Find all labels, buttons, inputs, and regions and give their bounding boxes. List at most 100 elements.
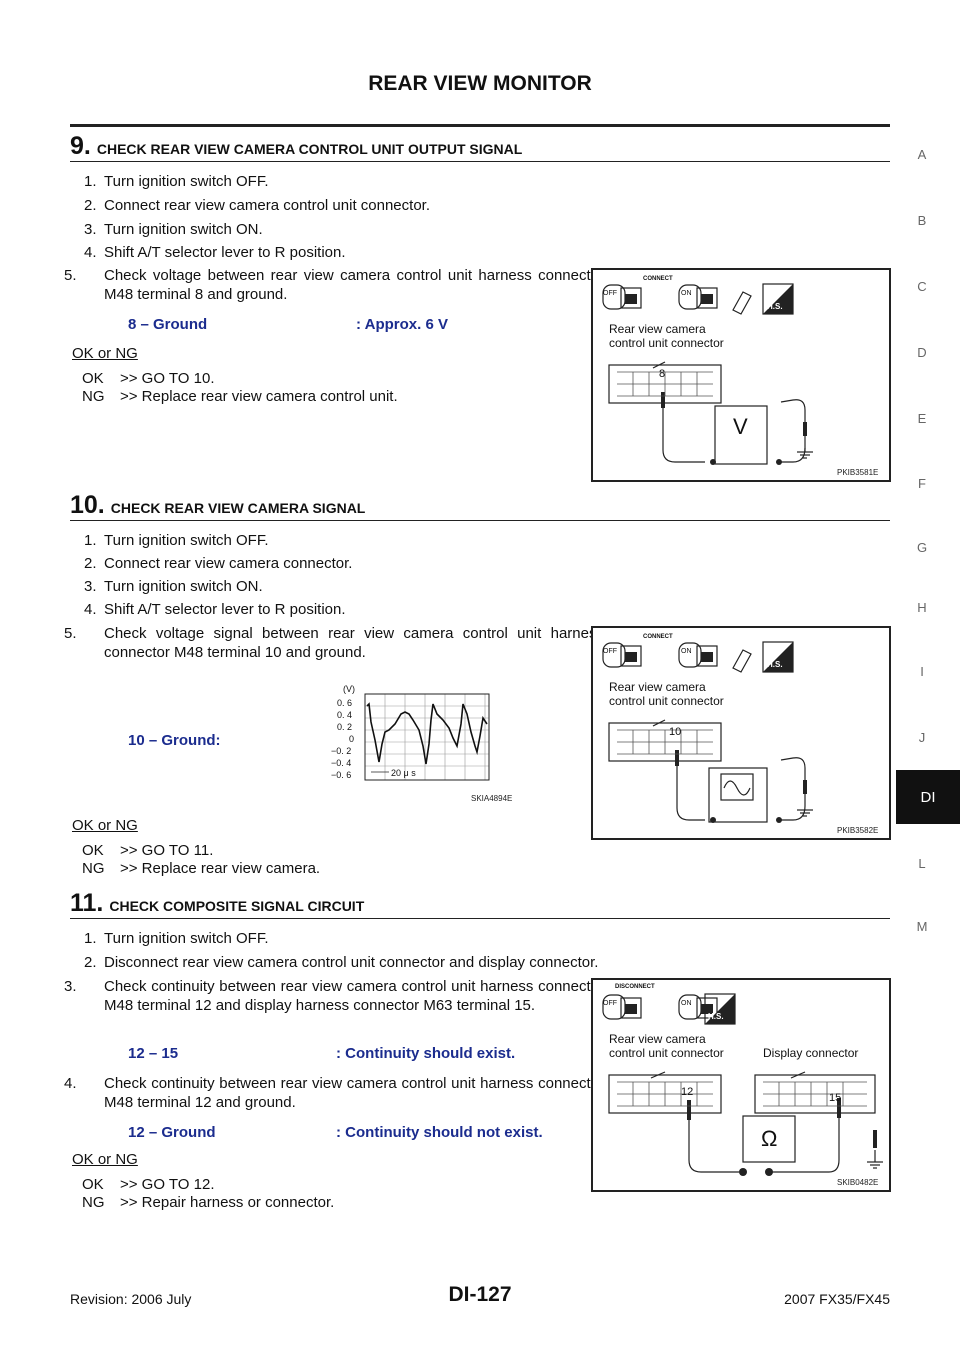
page-title: REAR VIEW MONITOR — [368, 72, 592, 95]
list-item: 4.Shift A/T selector lever to R position… — [84, 244, 346, 261]
figure-code: SKIA4894E — [471, 794, 513, 803]
list-item: 1.Turn ignition switch OFF. — [84, 930, 269, 947]
disconnect-label: DISCONNECT — [615, 984, 655, 990]
on-label: ON — [681, 1000, 692, 1007]
hs-label: H.S. — [708, 1012, 724, 1021]
fig-label: control unit connector — [609, 1046, 724, 1060]
fig-label: Display connector — [763, 1046, 859, 1060]
spec-value: : Continuity should exist. — [336, 1045, 516, 1062]
wave-tick: −0. 2 — [331, 746, 352, 756]
voltmeter-label: V — [733, 414, 748, 439]
spec-label: 8 – Ground — [128, 316, 208, 333]
list-item: 4.Check continuity between rear view cam… — [64, 1075, 604, 1111]
terminal-label: 10 — [669, 726, 682, 738]
spec-value: : Continuity should not exist. — [336, 1124, 543, 1141]
off-label: OFF — [603, 1000, 617, 1007]
connect-label: CONNECT — [643, 634, 673, 640]
hs-label: H.S. — [767, 660, 783, 669]
ok-or-ng: OK or NG — [72, 1151, 138, 1168]
side-index-h: H — [917, 600, 927, 615]
result-ok: OK>> GO TO 10. — [82, 370, 215, 387]
step-number: 11. — [70, 889, 104, 917]
fig-label: control unit connector — [609, 336, 724, 350]
side-index-i: I — [920, 664, 924, 679]
side-index-di-tab[interactable]: DI — [896, 770, 960, 824]
wave-time: 20 μ s — [391, 768, 416, 778]
hs-label: H.S. — [767, 302, 783, 311]
page-number: DI-127 — [448, 1283, 512, 1306]
step-rule — [70, 520, 890, 521]
side-index-l: L — [918, 856, 926, 871]
step-rule — [70, 161, 890, 162]
side-index-a: A — [917, 147, 927, 162]
list-item: 2.Connect rear view camera connector. — [84, 555, 353, 572]
on-label: ON — [681, 290, 692, 297]
wave-unit: (V) — [343, 684, 355, 694]
step-10-heading: 10. CHECK REAR VIEW CAMERA SIGNAL — [70, 491, 365, 520]
list-item: 5.Check voltage between rear view camera… — [64, 267, 604, 303]
model-name: 2007 FX35/FX45 — [784, 1291, 890, 1307]
step-title: CHECK REAR VIEW CAMERA CONTROL UNIT OUTP… — [96, 141, 523, 157]
terminal-label: 8 — [659, 368, 666, 380]
figure-signal-check: CONNECT OFF ON H.S. Rear view camera con… — [591, 626, 891, 840]
result-ng: NG>> Replace rear view camera. — [82, 860, 321, 877]
wave-tick: 0. 4 — [337, 710, 353, 720]
step-title: CHECK COMPOSITE SIGNAL CIRCUIT — [109, 898, 365, 914]
terminal-label: 12 — [681, 1086, 694, 1098]
step-title: CHECK REAR VIEW CAMERA SIGNAL — [110, 500, 366, 516]
side-index-j: J — [918, 730, 926, 745]
fig-label: Rear view camera — [609, 1032, 706, 1046]
list-item: 1.Turn ignition switch OFF. — [84, 173, 269, 190]
waveform-figure: (V) 0. 6 0. 4 0. 2 0 −0. 2 −0. 4 −0. 6 2… — [325, 684, 525, 804]
list-item: 3.Turn ignition switch ON. — [84, 578, 263, 595]
step-number: 10. — [70, 491, 105, 519]
on-label: ON — [681, 648, 692, 655]
step-number: 9. — [70, 132, 91, 160]
wave-tick: −0. 4 — [331, 758, 352, 768]
fig-label: control unit connector — [609, 694, 724, 708]
figure-code: PKIB3581E — [837, 468, 879, 477]
ok-or-ng: OK or NG — [72, 345, 138, 362]
spec-value: : Approx. 6 V — [356, 316, 448, 333]
ok-or-ng: OK or NG — [72, 817, 138, 834]
ohmmeter-label: Ω — [761, 1126, 778, 1151]
fig-label: Rear view camera — [609, 680, 706, 694]
side-index-m: M — [916, 919, 928, 934]
side-index-c: C — [917, 279, 927, 294]
figure-code: PKIB3582E — [837, 826, 879, 835]
fig-label: Rear view camera — [609, 322, 706, 336]
list-item: 4.Shift A/T selector lever to R position… — [84, 601, 346, 618]
wave-tick: 0 — [349, 734, 355, 744]
result-ok: OK>> GO TO 11. — [82, 842, 214, 859]
list-item: 2.Connect rear view camera control unit … — [84, 197, 430, 214]
figure-continuity-check: DISCONNECT OFF ON H.S. Rear view camera … — [591, 978, 891, 1192]
terminal-label: 15 — [829, 1092, 842, 1104]
spec-label: 12 – 15 — [128, 1045, 179, 1062]
header-rule — [70, 124, 890, 127]
revision-date: Revision: 2006 July — [70, 1291, 192, 1307]
figure-code: SKIB0482E — [837, 1178, 879, 1187]
side-index-b: B — [917, 213, 927, 228]
side-index-g: G — [916, 540, 928, 555]
spec-label: 12 – Ground — [128, 1124, 216, 1141]
result-ng: NG>> Replace rear view camera control un… — [82, 388, 398, 405]
off-label: OFF — [603, 648, 617, 655]
result-ng: NG>> Repair harness or connector. — [82, 1194, 335, 1211]
list-item: 3.Turn ignition switch ON. — [84, 221, 263, 238]
step-11-heading: 11. CHECK COMPOSITE SIGNAL CIRCUIT — [70, 889, 364, 918]
wave-tick: −0. 6 — [331, 770, 352, 780]
list-item: 1.Turn ignition switch OFF. — [84, 532, 269, 549]
off-label: OFF — [603, 290, 617, 297]
wave-tick: 0. 2 — [337, 722, 353, 732]
wave-tick: 0. 6 — [337, 698, 353, 708]
step-rule — [70, 918, 890, 919]
side-index-d: D — [917, 345, 927, 360]
side-index-f: F — [918, 476, 926, 491]
connect-label: CONNECT — [643, 276, 673, 282]
result-ok: OK>> GO TO 12. — [82, 1176, 215, 1193]
list-item: 3.Check continuity between rear view cam… — [64, 978, 604, 1014]
side-index-e: E — [917, 411, 927, 426]
step-9-heading: 9. CHECK REAR VIEW CAMERA CONTROL UNIT OU… — [70, 132, 522, 161]
list-item: 5.Check voltage signal between rear view… — [64, 625, 604, 661]
list-item: 2.Disconnect rear view camera control un… — [84, 954, 599, 971]
